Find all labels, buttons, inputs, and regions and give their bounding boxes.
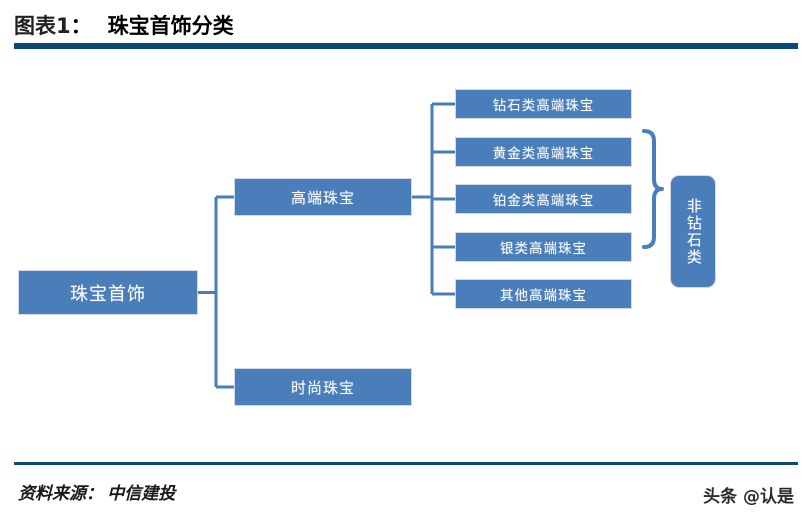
node-platinum-high-end[interactable]: 铂金类高端珠宝 (455, 184, 632, 214)
node-root-label: 珠宝首饰 (70, 283, 146, 305)
title-separator: ： (70, 14, 92, 38)
node-high-end-jewelry[interactable]: 高端珠宝 (234, 178, 412, 216)
node-label: 黄金类高端珠宝 (492, 146, 595, 162)
node-silver-high-end[interactable]: 银类高端珠宝 (455, 232, 632, 262)
node-label: 铂金类高端珠宝 (492, 193, 595, 209)
node-root[interactable]: 珠宝首饰 (18, 270, 198, 315)
title-text: 珠宝首饰分类 (107, 14, 234, 38)
watermark: 头条 @认是 (703, 487, 794, 507)
node-non-diamond-group[interactable]: 非钻石类 (670, 175, 716, 288)
node-label: 高端珠宝 (290, 188, 355, 207)
page-title: 图表1： 珠宝首饰分类 (14, 10, 234, 40)
node-label: 时尚珠宝 (290, 378, 355, 397)
figure-label: 图表1 (14, 14, 71, 38)
node-label: 其他高端珠宝 (500, 288, 587, 304)
node-fashion-jewelry[interactable]: 时尚珠宝 (234, 368, 412, 406)
source-note: 资料来源： 中信建投 (18, 484, 176, 503)
node-diamond-high-end[interactable]: 钻石类高端珠宝 (455, 89, 632, 119)
header-divider (14, 43, 798, 49)
node-other-high-end[interactable]: 其他高端珠宝 (455, 279, 632, 309)
node-label: 钻石类高端珠宝 (492, 98, 595, 114)
node-gold-high-end[interactable]: 黄金类高端珠宝 (455, 137, 632, 167)
node-label: 银类高端珠宝 (500, 241, 587, 257)
footer-divider (14, 462, 798, 465)
org-chart: 珠宝首饰 高端珠宝 时尚珠宝 钻石类高端珠宝 黄金类高端珠宝 铂金类高端珠宝 银… (0, 55, 812, 455)
node-group-label: 非钻石类 (684, 197, 703, 266)
